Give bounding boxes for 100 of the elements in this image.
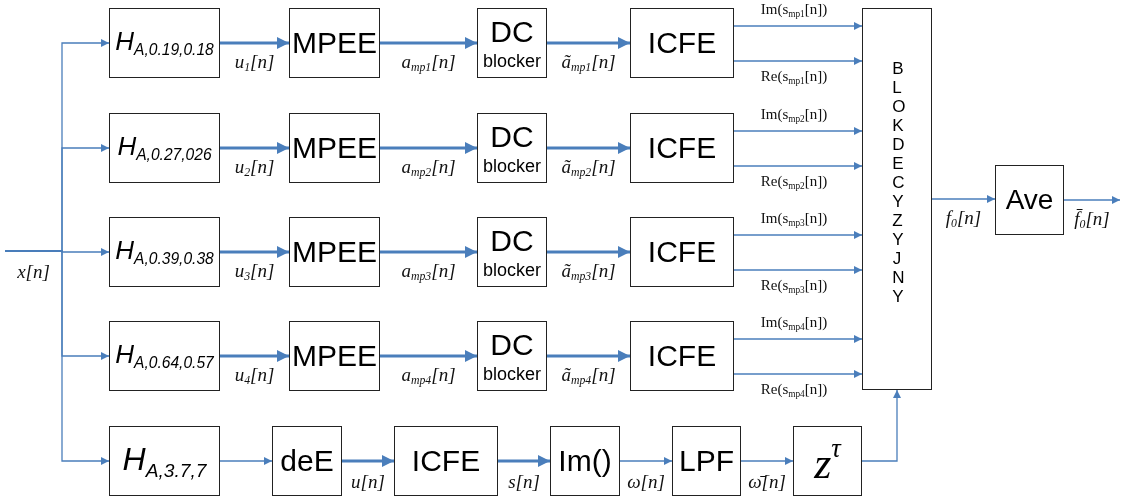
block-box: [630, 113, 734, 183]
block-label: H$_{A,0.19,0.18}$: [115, 27, 214, 58]
block-label: DC: [490, 225, 534, 256]
arrow: [861, 389, 901, 462]
block-box: [109, 426, 220, 496]
arrow: [733, 127, 863, 135]
arrow: [547, 142, 630, 154]
block-label: DC: [490, 16, 534, 47]
block-label: H$_{A,0.64,0.57}$: [115, 340, 214, 371]
signal-label: u$_{3}$[n]: [234, 260, 275, 284]
signal-label: Im(s$_{mp3}$[n]): [760, 211, 828, 229]
signal-label: Re(s$_{mp4}$[n]): [760, 382, 828, 400]
arrow: [380, 142, 477, 154]
block-label: blocker: [483, 51, 541, 70]
signal-label: u$_{1}$[n]: [234, 51, 275, 75]
arrow: [733, 370, 863, 378]
signal-label: ω̄[n]: [748, 471, 786, 491]
block-box: [289, 321, 380, 391]
arrow: [1063, 196, 1121, 204]
signal-label: ω[n]: [627, 471, 665, 491]
block-label: Ave: [1005, 186, 1054, 214]
signal-label: a$_{mp4}$[n]: [401, 364, 456, 388]
block-label: ICFE: [647, 237, 717, 267]
arrow: [219, 457, 273, 465]
signal-label: f̄$_{0}$[n]: [1074, 208, 1110, 232]
arrow: [4, 250, 110, 465]
signal-label: Im(s$_{mp4}$[n]): [760, 315, 828, 333]
signal-label: ã$_{mp3}$[n]: [561, 260, 616, 284]
arrow: [342, 455, 394, 467]
block-label: z$^{τ}$: [814, 435, 841, 487]
block-box: [477, 113, 547, 183]
arrow: [498, 455, 550, 467]
block-box: [109, 113, 220, 183]
block-box: [630, 8, 734, 78]
signal-label: u$_{2}$[n]: [234, 156, 275, 180]
block-box: [109, 217, 220, 287]
block-label: Im(): [558, 446, 612, 476]
signal-label: u[n]: [351, 471, 385, 491]
arrow: [220, 142, 289, 154]
signal-label: s[n]: [508, 471, 540, 491]
block-label: H$_{A,0.39,0.38}$: [115, 236, 214, 267]
arrow: [220, 246, 289, 258]
block-label: MPEE: [292, 237, 377, 267]
arrow: [733, 231, 863, 239]
block-box: [550, 426, 620, 496]
block-box: [109, 321, 220, 391]
signal-label: Im(s$_{mp1}$[n]): [760, 2, 828, 20]
block-label: ICFE: [647, 341, 717, 371]
arrow: [733, 57, 863, 65]
block-box: [630, 321, 734, 391]
signal-label: a$_{mp1}$[n]: [401, 51, 456, 75]
block-box: [793, 426, 862, 496]
block-label: blocker: [483, 156, 541, 175]
arrow: [380, 350, 477, 362]
signal-label: a$_{mp2}$[n]: [401, 156, 456, 180]
block-box: [109, 8, 220, 78]
signal-label: Im(s$_{mp2}$[n]): [760, 107, 828, 125]
arrow: [733, 335, 863, 343]
arrow: [740, 457, 794, 465]
block-label: MPEE: [292, 133, 377, 163]
signal-label: a$_{mp3}$[n]: [401, 260, 456, 284]
block-box: [477, 321, 547, 391]
signal-label: ã$_{mp4}$[n]: [561, 364, 616, 388]
block-box: [289, 113, 380, 183]
signal-label: u$_{4}$[n]: [234, 364, 275, 388]
block-label: MPEE: [292, 28, 377, 58]
arrow: [220, 37, 289, 49]
block-label: blocker: [483, 260, 541, 279]
signal-label: x[n]: [17, 261, 50, 281]
block-label: DC: [490, 329, 534, 360]
block-box: [289, 217, 380, 287]
signal-label: Re(s$_{mp2}$[n]): [760, 174, 828, 192]
block-label: ICFE: [411, 446, 481, 476]
arrow: [547, 350, 630, 362]
block-box: [995, 165, 1064, 235]
arrow: [733, 266, 863, 274]
block-box: [477, 8, 547, 78]
block-label: H$_{A,0.27,026}$: [117, 132, 212, 163]
block-box: [672, 426, 741, 496]
block-label: LPF: [679, 446, 734, 476]
arrow: [931, 195, 996, 203]
arrow: [380, 37, 477, 49]
signal-label: f$_{0}$[n]: [945, 207, 982, 231]
arrow: [220, 350, 289, 362]
decision-block: [862, 8, 932, 390]
block-box: [289, 8, 380, 78]
block-label: deE: [280, 446, 334, 476]
block-box: [477, 217, 547, 287]
signal-label: ã$_{mp2}$[n]: [561, 156, 616, 180]
arrow: [619, 457, 673, 465]
block-label: blocker: [483, 364, 541, 383]
arrow: [547, 37, 630, 49]
signal-label: ã$_{mp1}$[n]: [561, 51, 616, 75]
block-box: [630, 217, 734, 287]
arrow: [733, 162, 863, 170]
signal-label: Re(s$_{mp3}$[n]): [760, 278, 828, 296]
block-label: MPEE: [292, 341, 377, 371]
block-box: [394, 426, 498, 496]
block-label: H$_{A,3.7,7}$: [122, 442, 207, 480]
block-label: DC: [490, 121, 534, 152]
